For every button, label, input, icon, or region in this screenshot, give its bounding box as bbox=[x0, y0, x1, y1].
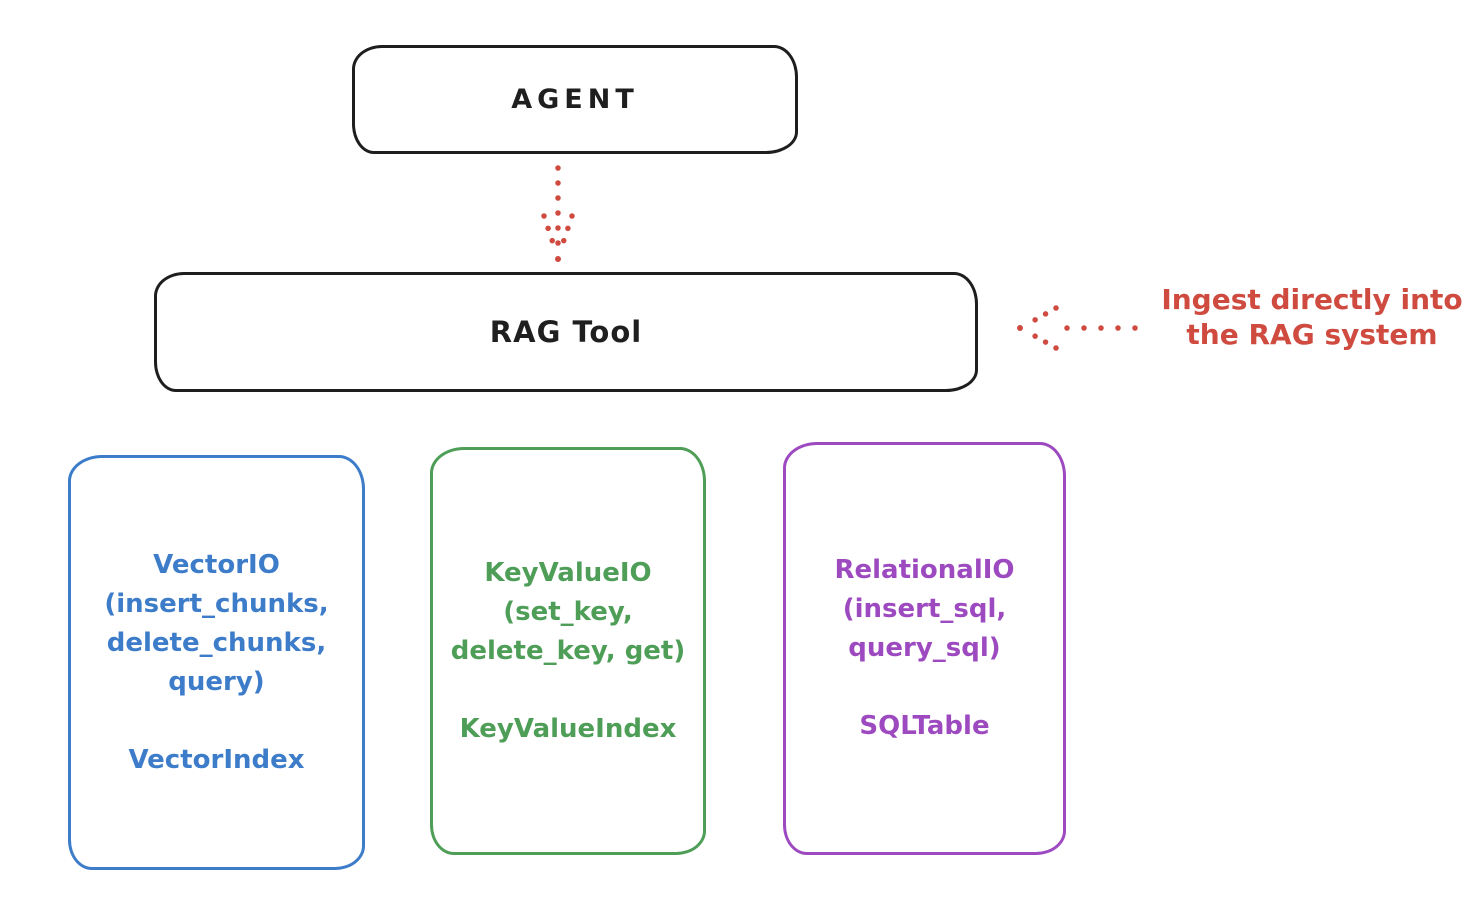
text-line: query) bbox=[168, 666, 265, 697]
agent-label: AGENT bbox=[511, 84, 639, 115]
text-line: (insert_sql, bbox=[842, 594, 1007, 624]
text-line: VectorIO bbox=[153, 549, 280, 580]
text-line: query_sql) bbox=[848, 633, 1001, 663]
rag-tool-label: RAG Tool bbox=[489, 315, 643, 349]
rag-tool-node: RAG Tool bbox=[154, 272, 978, 392]
agent-node: AGENT bbox=[352, 45, 798, 154]
vector-io-operations: VectorIO (insert_chunks, delete_chunks,que… bbox=[104, 546, 328, 702]
key-value-io-node: KeyValueIO (set_key, delete_key, get) KeyV… bbox=[430, 447, 706, 855]
text-line: (insert_chunks, bbox=[104, 588, 329, 619]
text-line: KeyValueIO bbox=[484, 557, 652, 588]
text-line: the RAG system bbox=[1186, 318, 1438, 351]
text-line: delete_chunks, bbox=[106, 627, 327, 658]
key-value-io-operations: KeyValueIO (set_key, delete_key, get) bbox=[451, 554, 686, 671]
vector-index-label: VectorIndex bbox=[128, 744, 305, 775]
ingest-dotted-arrow-icon bbox=[1017, 305, 1138, 351]
text-line: Ingest directly into bbox=[1161, 283, 1463, 316]
relational-io-node: RelationalIO (insert_sql, query_sql) SQLTa… bbox=[783, 442, 1066, 855]
agent-to-rag-dotted-arrow-icon bbox=[541, 165, 575, 262]
text-line: (set_key, bbox=[503, 596, 633, 627]
text-line: RelationalIO bbox=[834, 555, 1015, 585]
vector-io-node: VectorIO (insert_chunks, delete_chunks,que… bbox=[68, 455, 365, 870]
text-line: delete_key, get) bbox=[450, 635, 686, 666]
key-value-index-label: KeyValueIndex bbox=[459, 713, 677, 744]
sql-table-label: SQLTable bbox=[859, 711, 990, 741]
relational-io-operations: RelationalIO (insert_sql, query_sql) bbox=[834, 551, 1014, 668]
